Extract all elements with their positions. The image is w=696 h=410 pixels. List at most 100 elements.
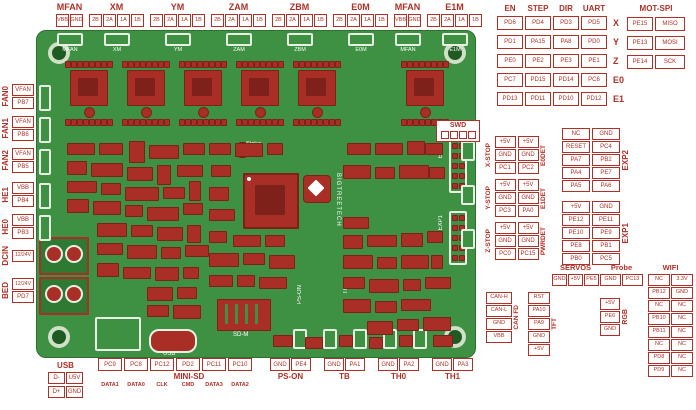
passive-component	[399, 165, 429, 179]
header-pin	[452, 215, 458, 221]
connector-title: E0M	[351, 3, 370, 12]
swd-pin	[468, 131, 476, 139]
connector-title: YM	[171, 3, 185, 12]
pin-pa3: PA3	[453, 358, 473, 371]
passive-component	[425, 277, 451, 289]
endstop-connector	[461, 141, 475, 161]
usb-row: D+GND	[48, 386, 83, 398]
passive-component	[131, 225, 153, 237]
pin-pb5: PB5	[12, 161, 34, 173]
passive-component	[369, 279, 399, 293]
endstop-callouts: X-STOP+5VGNDPC1+5VGNDPC2E0DETY-STOP+5VGN…	[486, 136, 547, 260]
axis-label: Z	[613, 57, 619, 66]
pin-gnd: GND	[552, 274, 567, 286]
pin-pd4: PD4	[525, 16, 551, 30]
pin-gnd: GND	[486, 318, 512, 330]
pin-col: +5VGNDPC15	[518, 222, 539, 260]
pin-pe11: PE11	[592, 214, 620, 226]
pin-nc: NC	[648, 339, 670, 351]
left-callout-dcin: DCIN12/24V	[2, 246, 34, 266]
pin-can-h: CAN-H	[486, 292, 512, 304]
pin-row: GNDPA1	[324, 358, 365, 371]
pin-nc: NC	[671, 339, 693, 351]
pin-sck: SCK	[655, 55, 685, 69]
pin-1b: 1B	[314, 14, 327, 27]
axis-label: X	[613, 19, 619, 28]
axis-label: E0	[613, 76, 624, 85]
passive-component	[127, 167, 153, 181]
exp-group-exp2: NCRESETPA7PA4PA5GNDPC4PB2PE7PA6EXP2	[562, 128, 630, 192]
passive-component	[431, 255, 443, 269]
pin-vbb: VBB	[56, 14, 69, 27]
pin-+5v: +5V	[528, 344, 550, 356]
silk-motor-label: XM	[107, 48, 127, 54]
trimpot	[312, 107, 323, 118]
wifi-row: NCNC	[648, 339, 693, 351]
passive-component	[161, 247, 181, 259]
pin-gnd: GND	[432, 358, 452, 371]
pin-pa4: PA4	[562, 167, 590, 179]
driver-row-z: PE0PE2PE3PE1Z	[497, 54, 624, 68]
passive-component	[425, 143, 443, 155]
connector-title: FAN1	[2, 118, 10, 138]
passive-component	[343, 235, 363, 249]
pin-pc3: PC3	[495, 205, 516, 217]
pin-pe1: PE1	[581, 54, 607, 68]
passive-component	[401, 299, 431, 311]
pin-col: VBBPB4	[12, 182, 34, 207]
pin-pd3: PD3	[553, 16, 579, 30]
driver-pin	[278, 61, 284, 68]
pin-12/24v: 12/24V	[12, 278, 34, 290]
exp-label: EXP1	[622, 223, 630, 243]
driver-pin	[278, 119, 284, 126]
pin-row: GNDPA3	[432, 358, 473, 371]
motor-connector	[104, 33, 130, 46]
driver-pin	[221, 119, 227, 126]
th0-title: TH0	[391, 373, 406, 381]
header-pin	[452, 153, 458, 159]
silk-motor-label: ZAM	[229, 48, 249, 54]
pin-row: 2B2A1A1B	[150, 14, 205, 27]
pin-gnd: GND	[518, 149, 539, 161]
pin-pb12: PB12	[648, 287, 670, 299]
terminal-screw	[45, 245, 63, 263]
pin-2a: 2A	[347, 14, 360, 27]
silk-motor-label: ZBM	[290, 48, 310, 54]
pin-nc: NC	[648, 274, 670, 286]
pin-row: VBBGND	[394, 14, 421, 27]
passive-component	[375, 301, 397, 313]
pin-pc2: PC2	[518, 162, 539, 174]
swd-callout: SWD	[436, 120, 480, 142]
driver-row-y: PD1PA15PA8PD0Y	[497, 35, 624, 49]
pin-pa10: PA10	[528, 305, 550, 317]
passive-component	[243, 253, 265, 265]
sd-m-slit	[225, 304, 228, 324]
pin-row: VBBGND	[56, 14, 83, 27]
pin-nc: NC	[671, 326, 693, 338]
pin-pa5: PA5	[562, 180, 590, 192]
wifi-row: NCNC	[648, 300, 693, 312]
pin-row: GND+5VPE5	[552, 274, 599, 286]
pin-u5v: U5V	[66, 372, 83, 384]
rgb-callout: +5VPE6GNDRGB	[600, 298, 629, 336]
pin-gnd: GND	[592, 201, 620, 213]
endstop-label: Z-STOP	[486, 229, 493, 253]
passive-component	[209, 231, 227, 243]
connector-title: HE1	[2, 187, 10, 203]
column-header: DIR	[553, 5, 579, 13]
wifi-row: PD8NC	[648, 352, 693, 364]
trimpot	[198, 107, 209, 118]
pin-pd14: PD14	[553, 73, 579, 87]
pin-col: VBBPB3	[12, 214, 34, 239]
driver-chip	[414, 78, 434, 96]
passive-component	[343, 165, 371, 179]
passive-component	[367, 235, 397, 247]
tft-label: TFT	[552, 318, 559, 330]
pin-1b: 1B	[375, 14, 388, 27]
passive-component	[267, 143, 283, 155]
connector-title: DCIN	[2, 246, 10, 266]
passive-component	[429, 167, 445, 179]
pin-gnd: GND	[495, 192, 516, 204]
pin-vbb: VBB	[486, 331, 512, 343]
pin-miso: MISO	[655, 17, 685, 31]
